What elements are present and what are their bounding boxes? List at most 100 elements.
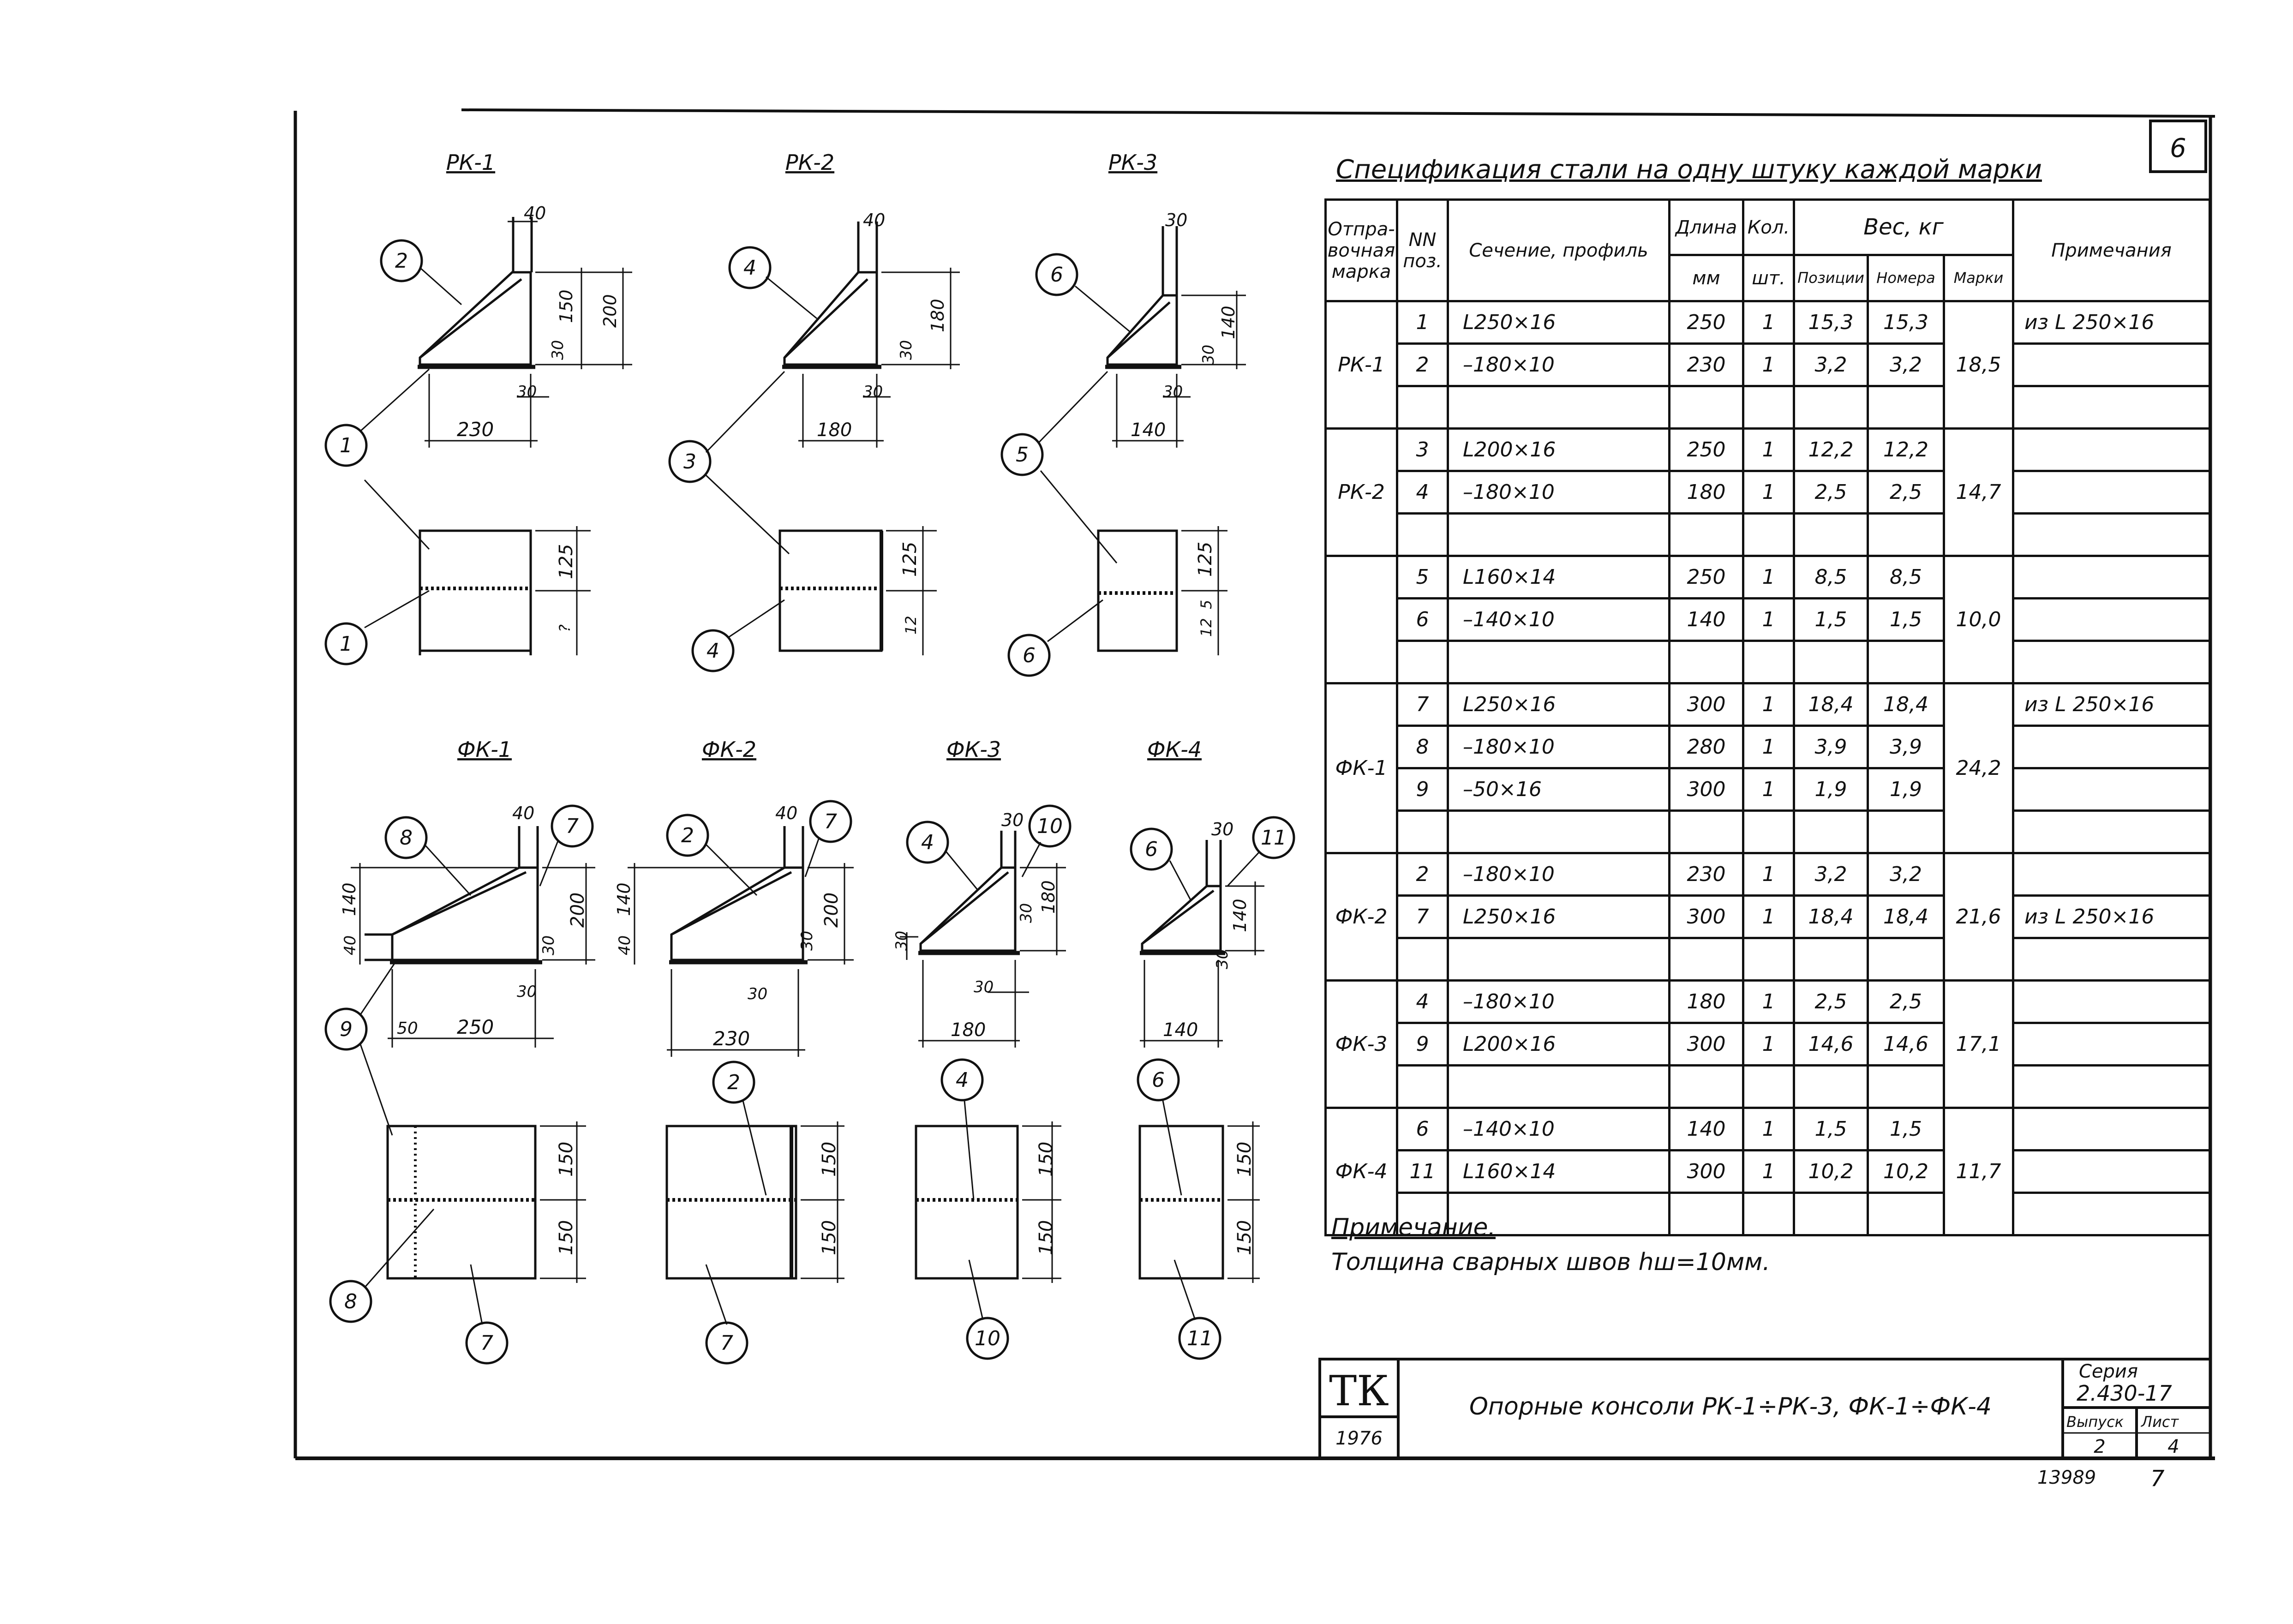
drawing-title: Опорные консоли РК-1÷РК-3, ФК-1÷ФК-4 — [1469, 1393, 1992, 1420]
svg-text:30: 30 — [1213, 949, 1232, 969]
svg-text:12: 12 — [902, 616, 920, 635]
cell-weight-mark: 17,1 — [1942, 979, 2015, 1109]
svg-text:4: 4 — [706, 639, 719, 663]
cell-pos: 9 — [1396, 1022, 1449, 1067]
svg-text:30: 30 — [1199, 345, 1218, 365]
svg-text:40: 40 — [512, 803, 534, 823]
svg-text:8: 8 — [344, 1290, 357, 1313]
svg-text:30: 30 — [892, 931, 911, 951]
cell-length: 180 — [1668, 470, 1744, 515]
cell-length: 250 — [1668, 300, 1744, 345]
cell-note: из L 250×16 — [2012, 682, 2211, 727]
cell-section: L250×16 — [1447, 300, 1670, 345]
svg-text:2: 2 — [2094, 1436, 2105, 1457]
cell-weight-num: 2,5 — [1867, 979, 1945, 1024]
svg-text:Серия: Серия — [2079, 1361, 2138, 1382]
cell-weight-pos: 12,2 — [1793, 427, 1869, 472]
cell-qty: 1 — [1742, 427, 1795, 472]
cell-qty: 1 — [1742, 597, 1795, 642]
cell-pos: 7 — [1396, 894, 1449, 939]
cell-weight-num: 14,6 — [1867, 1022, 1945, 1067]
svg-text:50: 50 — [397, 1019, 418, 1038]
svg-text:180: 180 — [1038, 880, 1059, 914]
svg-text:140: 140 — [1218, 306, 1239, 339]
cell-mark: ФК-2 — [1324, 852, 1398, 982]
cell-weight-mark: 24,2 — [1942, 682, 2015, 854]
cell-weight-pos: 1,9 — [1793, 767, 1869, 812]
cell-pos: 3 — [1396, 427, 1449, 472]
cell-note — [2012, 427, 2211, 472]
cell-note — [2012, 1149, 2211, 1194]
svg-text:250: 250 — [457, 1016, 494, 1038]
svg-text:6: 6 — [1152, 1068, 1165, 1092]
hdr-note: Примечания — [2012, 198, 2211, 302]
cell-weight-num: 12,2 — [1867, 427, 1945, 472]
cell-length: 230 — [1668, 852, 1744, 897]
hdr-mark: Отпра-вочная марка — [1324, 198, 1398, 302]
svg-text:ФК-3: ФК-3 — [946, 737, 1001, 762]
cell-weight-num: 2,5 — [1867, 470, 1945, 515]
svg-text:150: 150 — [556, 1142, 577, 1177]
svg-text:6: 6 — [1023, 644, 1036, 667]
rk1-title: РК-1 — [446, 150, 495, 175]
cell-section: –180×10 — [1447, 852, 1670, 897]
cell-section: –180×10 — [1447, 342, 1670, 387]
svg-text:4: 4 — [956, 1068, 969, 1092]
svg-text:230: 230 — [713, 1027, 750, 1050]
table-row-blank — [1326, 640, 2211, 684]
svg-text:1: 1 — [340, 434, 353, 457]
cell-mark: ФК-1 — [1324, 682, 1398, 854]
cell-weight-pos: 1,5 — [1793, 1107, 1869, 1151]
svg-text:4: 4 — [743, 256, 756, 280]
svg-text:10: 10 — [1037, 815, 1063, 838]
svg-text:30: 30 — [1017, 903, 1036, 923]
hdr-length: Длина — [1668, 198, 1744, 256]
svg-text:150: 150 — [1234, 1142, 1255, 1177]
svg-text:40: 40 — [524, 203, 546, 223]
cell-qty: 1 — [1742, 470, 1795, 515]
svg-text:150: 150 — [819, 1142, 840, 1177]
svg-text:30: 30 — [798, 931, 816, 951]
cell-weight-num: 1,5 — [1867, 1107, 1945, 1151]
cell-qty: 1 — [1742, 894, 1795, 939]
svg-text:7: 7 — [566, 815, 579, 838]
svg-text:Выпуск: Выпуск — [2066, 1413, 2124, 1431]
cell-qty: 1 — [1742, 852, 1795, 897]
svg-text:РК-3: РК-3 — [1108, 150, 1157, 175]
cell-mark: РК-2 — [1324, 427, 1398, 557]
cell-qty: 1 — [1742, 300, 1795, 345]
hdr-weight-mark: Марки — [1942, 254, 2015, 302]
cell-note — [2012, 342, 2211, 387]
drawing-rk3: РК-3 30 140 — [1000, 150, 1246, 677]
cell-length: 180 — [1668, 979, 1744, 1024]
cell-qty: 1 — [1742, 1107, 1795, 1151]
svg-text:180: 180 — [951, 1019, 986, 1041]
cell-pos: 2 — [1396, 342, 1449, 387]
cell-note — [2012, 1022, 2211, 1067]
cell-weight-num: 3,9 — [1867, 725, 1945, 769]
cell-weight-num: 3,2 — [1867, 342, 1945, 387]
title-org: ТК — [1329, 1367, 1389, 1415]
svg-text:10: 10 — [975, 1327, 1000, 1350]
cell-weight-pos: 18,4 — [1793, 682, 1869, 727]
cell-length: 280 — [1668, 725, 1744, 769]
svg-text:200: 200 — [600, 294, 620, 328]
cell-section: L160×14 — [1447, 1149, 1670, 1194]
cell-weight-pos: 15,3 — [1793, 300, 1869, 345]
cell-section: –180×10 — [1447, 979, 1670, 1024]
cell-weight-mark: 18,5 — [1942, 300, 2015, 430]
svg-text:7: 7 — [824, 810, 837, 833]
cell-length: 140 — [1668, 1107, 1744, 1151]
svg-text:2: 2 — [681, 824, 694, 847]
cell-section: –180×10 — [1447, 725, 1670, 769]
svg-text:6: 6 — [1145, 838, 1158, 861]
table-row-blank — [1326, 937, 2211, 982]
table-row-blank — [1326, 1192, 2211, 1236]
cell-pos: 6 — [1396, 1107, 1449, 1151]
cell-weight-pos: 3,2 — [1793, 342, 1869, 387]
